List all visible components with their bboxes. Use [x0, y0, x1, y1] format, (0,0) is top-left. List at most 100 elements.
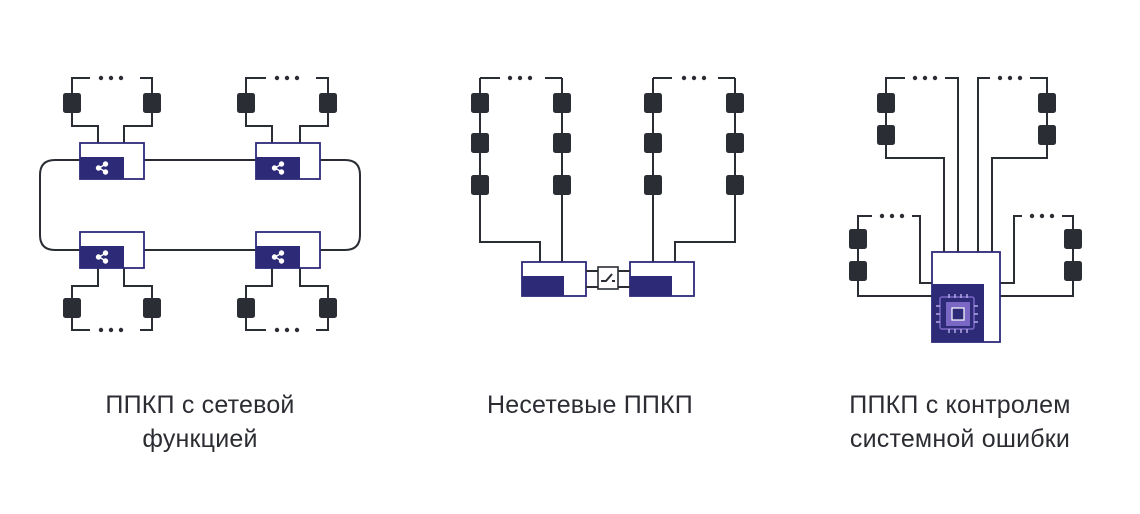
loop-wire — [71, 316, 90, 331]
ellipsis-dot — [922, 75, 928, 81]
caption-networked-line-1: ППКП с сетевой — [105, 391, 295, 419]
ellipsis-dot — [681, 75, 687, 81]
lightning-bolt-icon — [1064, 229, 1082, 249]
loop-wire — [479, 194, 541, 262]
ellipsis-dot — [98, 327, 104, 333]
network-ring-left — [39, 159, 80, 251]
lightning-bolt-icon — [63, 298, 81, 318]
loop-wire — [912, 215, 932, 284]
ellipsis-dot — [118, 327, 124, 333]
share-node — [278, 169, 285, 175]
loop-wire — [857, 280, 932, 297]
lightning-bolt-icon — [1064, 261, 1082, 281]
lightning-bolt-icon — [849, 229, 867, 249]
lightning-bolt-icon — [644, 133, 662, 153]
share-node — [278, 250, 285, 256]
ellipsis-icon — [912, 75, 938, 81]
caption-error-control-line-1: ППКП с контролем — [849, 391, 1071, 419]
chip-outer — [939, 296, 975, 330]
ellipsis-dot — [527, 75, 533, 81]
share-node — [278, 258, 285, 264]
ellipsis-dot — [294, 327, 300, 333]
chip-core — [951, 307, 965, 321]
ellipsis-dot — [517, 75, 523, 81]
ellipsis-icon — [997, 75, 1023, 81]
share-node — [278, 161, 285, 167]
lightning-bolt-icon — [644, 93, 662, 113]
loop-wire — [245, 111, 273, 143]
loop-wire — [299, 111, 329, 143]
ellipsis-dot — [507, 75, 513, 81]
caption-error-control: ППКП с контролем системной ошибки — [800, 388, 1120, 456]
loop-wire — [945, 77, 959, 252]
lightning-bolt-icon — [849, 261, 867, 281]
ellipsis-dot — [98, 75, 104, 81]
lightning-bolt-icon — [471, 93, 489, 113]
lightning-bolt-icon — [471, 133, 489, 153]
lightning-bolt-icon — [644, 175, 662, 195]
ellipsis-dot — [274, 327, 280, 333]
loop-wire — [245, 268, 273, 300]
ellipsis-dot — [284, 75, 290, 81]
share-node — [271, 165, 278, 171]
caption-standalone: Несетевые ППКП — [440, 388, 740, 422]
loop-wire — [1062, 215, 1074, 230]
network-ring-right — [320, 159, 361, 251]
share-node — [271, 254, 278, 260]
loop-wire — [245, 77, 266, 95]
lightning-bolt-icon — [319, 93, 337, 113]
ellipsis-dot — [294, 75, 300, 81]
share-network-icon — [95, 161, 109, 175]
lightning-bolt-icon — [877, 93, 895, 113]
loop-wire — [71, 268, 99, 300]
lightning-bolt-icon — [237, 93, 255, 113]
ellipsis-icon — [507, 75, 533, 81]
loop-wire — [71, 77, 90, 95]
caption-networked-line-2: функцией — [142, 425, 258, 453]
lightning-bolt-icon — [553, 93, 571, 113]
lightning-bolt-icon — [726, 93, 744, 113]
caption-networked: ППКП с сетевой функцией — [40, 388, 360, 456]
lightning-bolt-icon — [726, 175, 744, 195]
ellipsis-dot — [1039, 213, 1045, 219]
loop-wire — [316, 77, 329, 95]
loop-wire — [885, 144, 945, 252]
share-network-icon — [95, 250, 109, 264]
share-node — [102, 161, 109, 167]
ellipsis-dot — [108, 75, 114, 81]
ellipsis-dot — [912, 75, 918, 81]
share-node — [95, 165, 102, 171]
lightning-bolt-icon — [1038, 93, 1056, 113]
ellipsis-dot — [899, 213, 905, 219]
loop-wire — [71, 111, 99, 143]
lightning-bolt-icon — [143, 298, 161, 318]
loop-wire — [977, 77, 990, 252]
share-network-icon — [271, 250, 285, 264]
standalone-panel-right-module — [630, 276, 672, 296]
loop-wire — [1000, 280, 1074, 297]
ellipsis-dot — [879, 213, 885, 219]
lightning-bolt-icon — [726, 133, 744, 153]
loop-wire — [140, 77, 153, 95]
ellipsis-dot — [1029, 213, 1035, 219]
ellipsis-dot — [1007, 75, 1013, 81]
lightning-bolt-icon — [471, 175, 489, 195]
loop-wire — [140, 316, 153, 331]
lightning-bolt-icon — [553, 175, 571, 195]
ellipsis-icon — [681, 75, 707, 81]
network-panel-module — [80, 246, 124, 268]
loop-wire — [123, 268, 153, 300]
ellipsis-icon — [274, 327, 300, 333]
ellipsis-dot — [108, 327, 114, 333]
ellipsis-dot — [701, 75, 707, 81]
loop-wire — [299, 268, 329, 300]
ellipsis-icon — [98, 75, 124, 81]
loop-wire — [857, 215, 872, 230]
share-network-icon — [271, 161, 285, 175]
lightning-bolt-icon — [553, 133, 571, 153]
lightning-bolt-icon — [237, 298, 255, 318]
lightning-bolt-icon — [63, 93, 81, 113]
ellipsis-dot — [118, 75, 124, 81]
caption-error-control-line-2: системной ошибки — [849, 425, 1071, 453]
